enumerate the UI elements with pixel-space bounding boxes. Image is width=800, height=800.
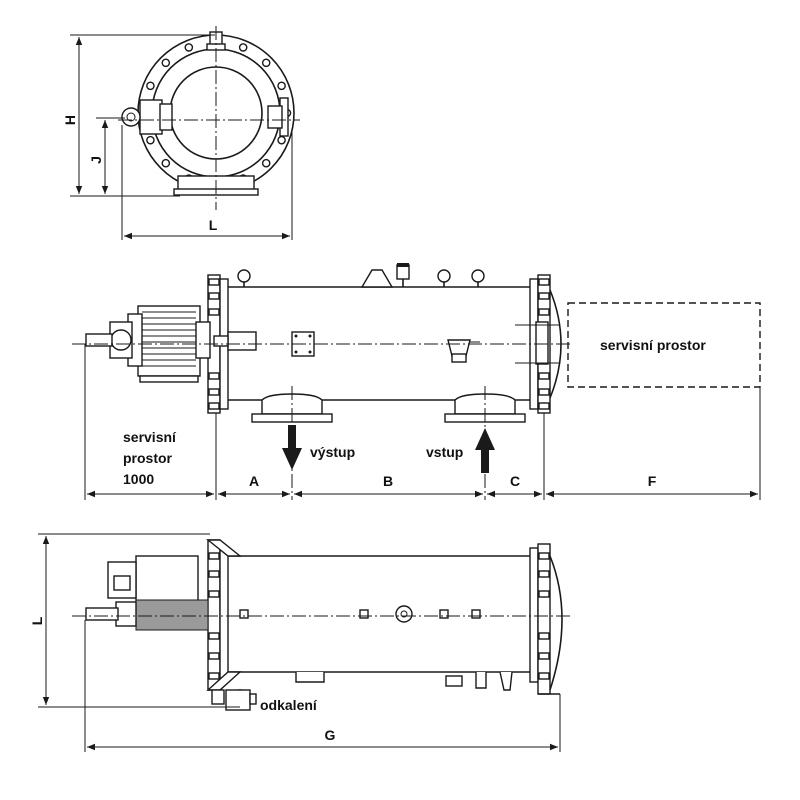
dim-label-L-front: L	[209, 217, 218, 233]
flange-bolt	[538, 292, 550, 300]
flange-bolt	[277, 135, 286, 145]
service-space-right-label: servisní prostor	[600, 337, 706, 353]
dim-label-B: B	[383, 473, 393, 489]
flange-bolt	[161, 158, 171, 168]
top-view-dimensions: L G odkalení	[29, 533, 561, 752]
flange-bolt	[538, 590, 550, 598]
outlet-arrow	[282, 425, 302, 470]
dim-label-C: C	[510, 473, 520, 489]
flange-bolt	[208, 590, 220, 598]
side-view-dimensions: A B C F servisní prostor 1000 servisní p…	[84, 337, 761, 500]
flange-bolt	[208, 632, 220, 640]
flange-bolt	[208, 372, 220, 380]
desludging-label: odkalení	[260, 697, 318, 713]
dim-label-L-top: L	[29, 616, 45, 625]
service-space-left-line3: 1000	[123, 471, 154, 487]
flange-bolt	[208, 388, 220, 396]
flange-bolt	[208, 552, 220, 560]
front-view-dimensions: H J L	[62, 34, 293, 240]
inlet-label: vstup	[426, 444, 463, 460]
outlet-label: výstup	[310, 444, 355, 460]
flange-bolt	[208, 652, 220, 660]
flange-bolt	[208, 672, 220, 680]
flange-bolt	[208, 278, 220, 286]
top-view	[72, 539, 572, 711]
flange-bolt	[161, 58, 171, 68]
service-space-left-line2: prostor	[123, 450, 173, 466]
dim-label-F: F	[648, 473, 657, 489]
flange-bolt	[208, 308, 220, 316]
flange-bolt	[261, 158, 271, 168]
flange-bolt	[208, 292, 220, 300]
flange-bolt	[538, 570, 550, 578]
flange-bolt	[538, 372, 550, 380]
flange-bolt	[146, 135, 155, 145]
dim-label-G: G	[325, 727, 336, 743]
dim-label-A: A	[249, 473, 259, 489]
service-space-right-box	[567, 302, 761, 388]
flange-bolt	[538, 402, 550, 410]
flange-bolt	[238, 43, 248, 52]
service-space-left-line1: servisní	[123, 429, 177, 445]
front-view	[118, 26, 300, 210]
flange-bolt	[208, 402, 220, 410]
flange-bolt	[277, 81, 286, 91]
flange-bolt	[538, 652, 550, 660]
flange-bolt	[538, 632, 550, 640]
flange-bolt	[261, 58, 271, 68]
flange-bolt	[538, 672, 550, 680]
flange-bolt	[538, 308, 550, 316]
inlet-arrow	[475, 428, 495, 473]
flange-bolt	[146, 81, 155, 91]
dim-label-J: J	[88, 156, 104, 164]
flange-bolt	[538, 388, 550, 396]
flange-bolt	[538, 552, 550, 560]
flange-bolt	[208, 570, 220, 578]
dim-label-H: H	[62, 115, 78, 125]
side-view	[72, 263, 761, 500]
flange-bolt	[184, 43, 194, 52]
flange-bolt	[538, 278, 550, 286]
